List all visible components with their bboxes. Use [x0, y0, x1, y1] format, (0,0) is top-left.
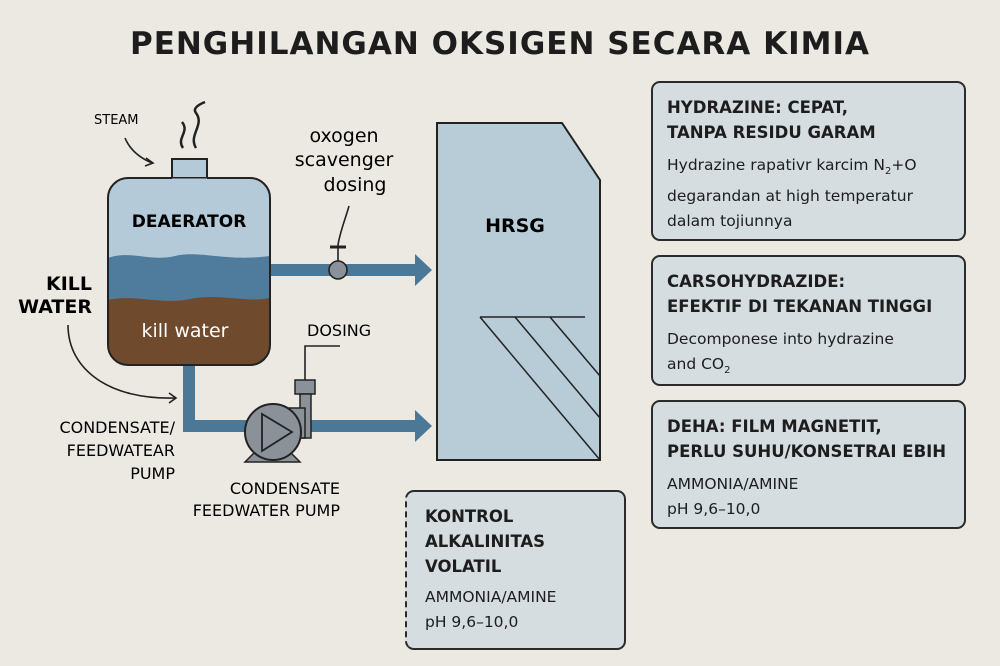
deaerator-tank [108, 178, 270, 365]
card-heading: DEHA: FILM MAGNETIT,PERLU SUHU/KONSETRAI… [667, 417, 947, 461]
steam-icon [179, 100, 206, 149]
cfp-bottom-label-1: CONDENSATE [230, 479, 340, 498]
steam-arrow [124, 137, 153, 164]
scavenger-label-2: scavenger [295, 149, 394, 171]
dosing-line [337, 205, 350, 262]
pump-dosing-line [304, 345, 340, 380]
lower-pipe [183, 360, 195, 432]
carbohydrazide-card: CARSOHYDRAZIDE:EFEKTIF DI TEKANAN TINGGI… [651, 255, 966, 386]
deaerator-label: DEAERATOR [132, 212, 247, 232]
hrsg-unit [436, 122, 601, 461]
pump-icon [244, 403, 302, 461]
steam-label: STEAM [94, 113, 139, 128]
card-heading: CARSOHYDRAZIDE:EFEKTIF DI TEKANAN TINGGI [667, 272, 933, 316]
cfp-left-label-3: PUMP [130, 464, 175, 483]
valve-icon [328, 260, 348, 280]
card-heading: HYDRAZINE: CEPAT,TANPA RESIDU GARAM [667, 98, 876, 142]
dosing-label: DOSING [307, 321, 371, 340]
scavenger-label-3: dosing [324, 174, 387, 196]
hrsg-label: HRSG [485, 215, 545, 237]
page-title: PENGHILANGAN OKSIGEN SECARA KIMIA [129, 26, 871, 62]
scavenger-label-1: oxogen [309, 125, 378, 147]
lower-pipe-arrow [415, 410, 432, 442]
kill-water-label-2: WATER [18, 296, 92, 318]
cfp-bottom-label-2: FEEDWATER PUMP [193, 501, 341, 520]
kill-water-label-1: KILL [46, 273, 92, 295]
kill-water-arrow [67, 324, 176, 399]
cfp-left-label-1: CONDENSATE/ [59, 418, 175, 437]
hydrazine-card: HYDRAZINE: CEPAT,TANPA RESIDU GARAM Hydr… [651, 81, 966, 241]
kill-water-inside-label: kill water [141, 320, 228, 342]
upper-pipe-arrow [415, 254, 432, 286]
deha-card: DEHA: FILM MAGNETIT,PERLU SUHU/KONSETRAI… [651, 400, 966, 529]
cfp-left-label-2: FEEDWATEAR [67, 441, 175, 460]
